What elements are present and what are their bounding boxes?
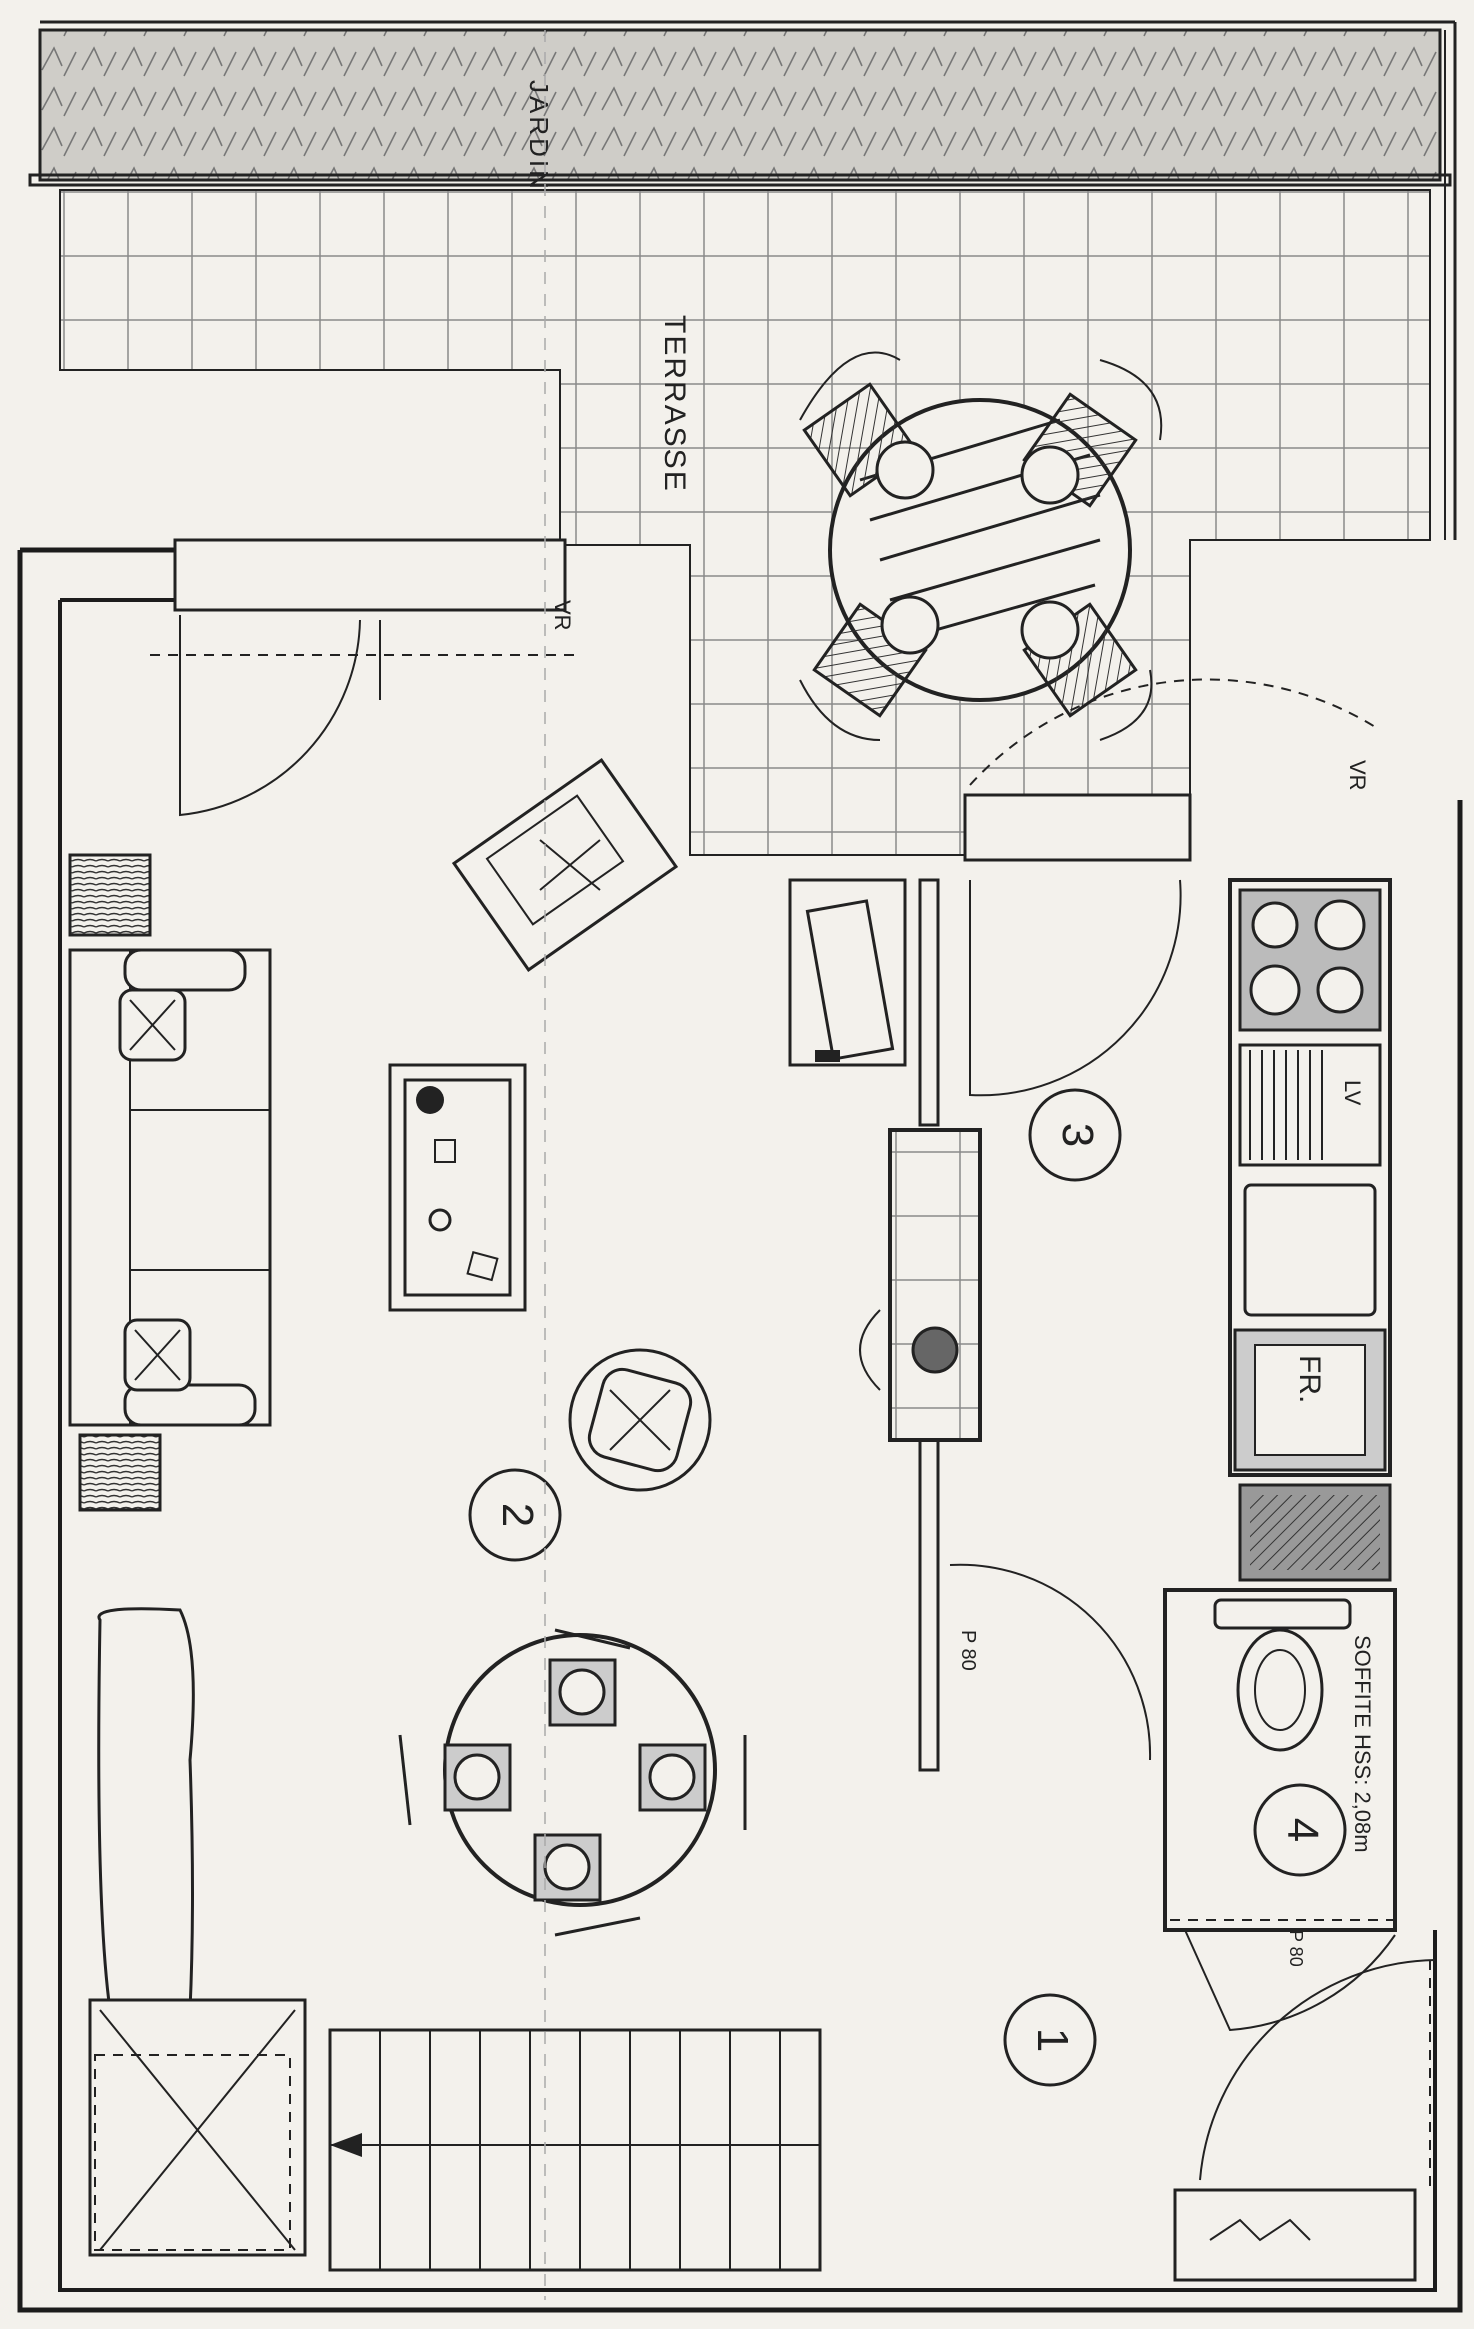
door-label-p80-partition: P 80: [957, 1630, 979, 1671]
wc-room: SOFFITE HSS: 2,08m P 80: [1163, 1588, 1397, 2032]
svg-text:4: 4: [1278, 1818, 1327, 1842]
patio-door-living[interactable]: VR: [150, 538, 580, 817]
tv-cabinet: [388, 1063, 527, 1312]
bar-counter: [859, 1128, 982, 1442]
terrace-chair: [799, 351, 935, 500]
svg-text:3: 3: [1053, 1123, 1102, 1147]
room-number-2: 2: [468, 1468, 562, 1562]
terrace-chair: [1020, 359, 1163, 508]
sofa: [68, 948, 272, 1427]
toilet: [1213, 1598, 1352, 1752]
dining-chair: [533, 1833, 641, 1937]
vr-label-right: VR: [1345, 760, 1370, 791]
fridge-label: FR.: [1293, 1355, 1326, 1403]
terrace-label: TERRASSE: [658, 315, 691, 493]
room-number-4: 4: [1253, 1783, 1347, 1877]
sink: [1243, 1183, 1377, 1317]
room-number-1: 1: [1003, 1993, 1097, 2087]
dining-chair: [548, 1628, 631, 1727]
desk: [788, 878, 907, 1067]
garden-label: JARDIN: [524, 80, 554, 192]
door-label-p80-wc: P 80: [1286, 1930, 1306, 1967]
kitchen-counter: LV FR.: [1228, 878, 1392, 1582]
garden-area: JARDIN: [38, 20, 1457, 540]
stair-arrow-icon: [330, 2133, 780, 2157]
plant: [97, 1607, 195, 2012]
armchair: [451, 758, 679, 972]
fridge: FR.: [1233, 1328, 1387, 1472]
dining-chair: [398, 1734, 512, 1826]
entrance-door[interactable]: [1173, 1959, 1436, 2282]
room-number-3: 3: [1028, 1088, 1122, 1182]
terrace-chair: [799, 595, 940, 741]
exterior-walls: [17, 547, 1463, 2313]
svg-text:1: 1: [1028, 2028, 1077, 2052]
vr-label-left: VR: [550, 600, 575, 631]
terrace-chair: [1020, 600, 1153, 741]
staircase: [88, 1998, 822, 2272]
side-table: [68, 853, 162, 1512]
ceiling-note: SOFFITE HSS: 2,08m: [1350, 1635, 1375, 1853]
dining-chair: [638, 1735, 747, 1830]
cooktop: [1238, 888, 1382, 1032]
terrace-area: TERRASSE: [28, 173, 1452, 856]
pouf: [568, 1348, 712, 1492]
terrace-dining-set: [799, 351, 1163, 741]
svg-text:2: 2: [493, 1503, 542, 1527]
dishwasher: LV: [1238, 1043, 1382, 1167]
patio-door-kitchen[interactable]: VR: [963, 678, 1381, 1097]
dining-set: [398, 1628, 747, 1937]
lv-label: LV: [1340, 1080, 1365, 1106]
boiler: [1238, 1483, 1392, 1582]
